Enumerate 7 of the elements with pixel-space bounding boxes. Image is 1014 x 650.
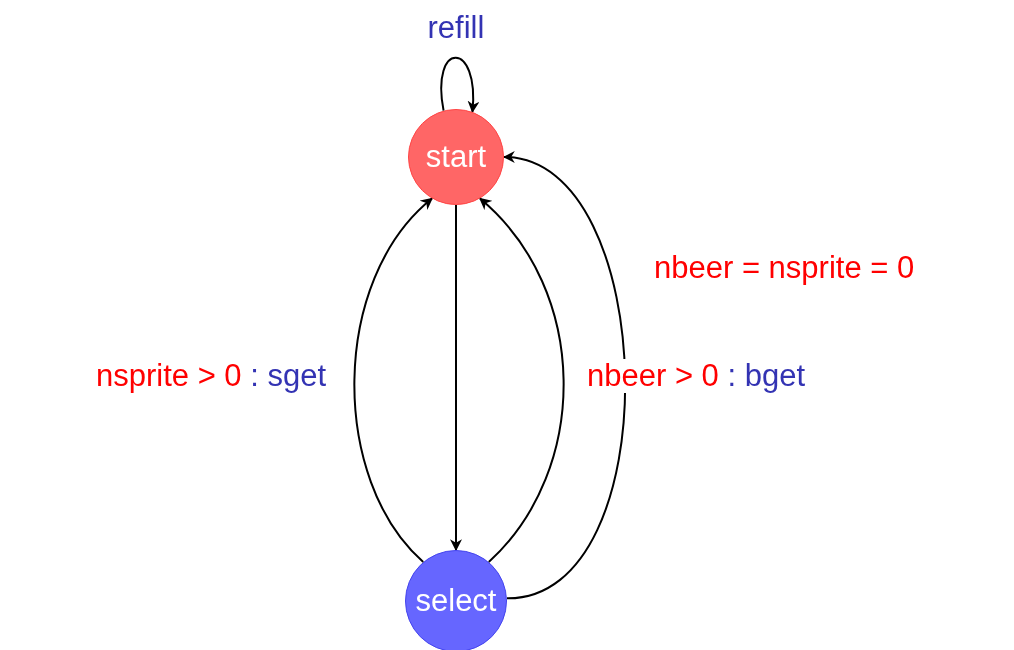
arrow — [450, 204, 462, 552]
arrow — [479, 197, 565, 563]
arrow — [353, 197, 433, 563]
arrow — [440, 56, 479, 114]
arrow — [502, 153, 627, 600]
state-name: select — [415, 583, 497, 619]
state-name: start — [425, 139, 487, 175]
